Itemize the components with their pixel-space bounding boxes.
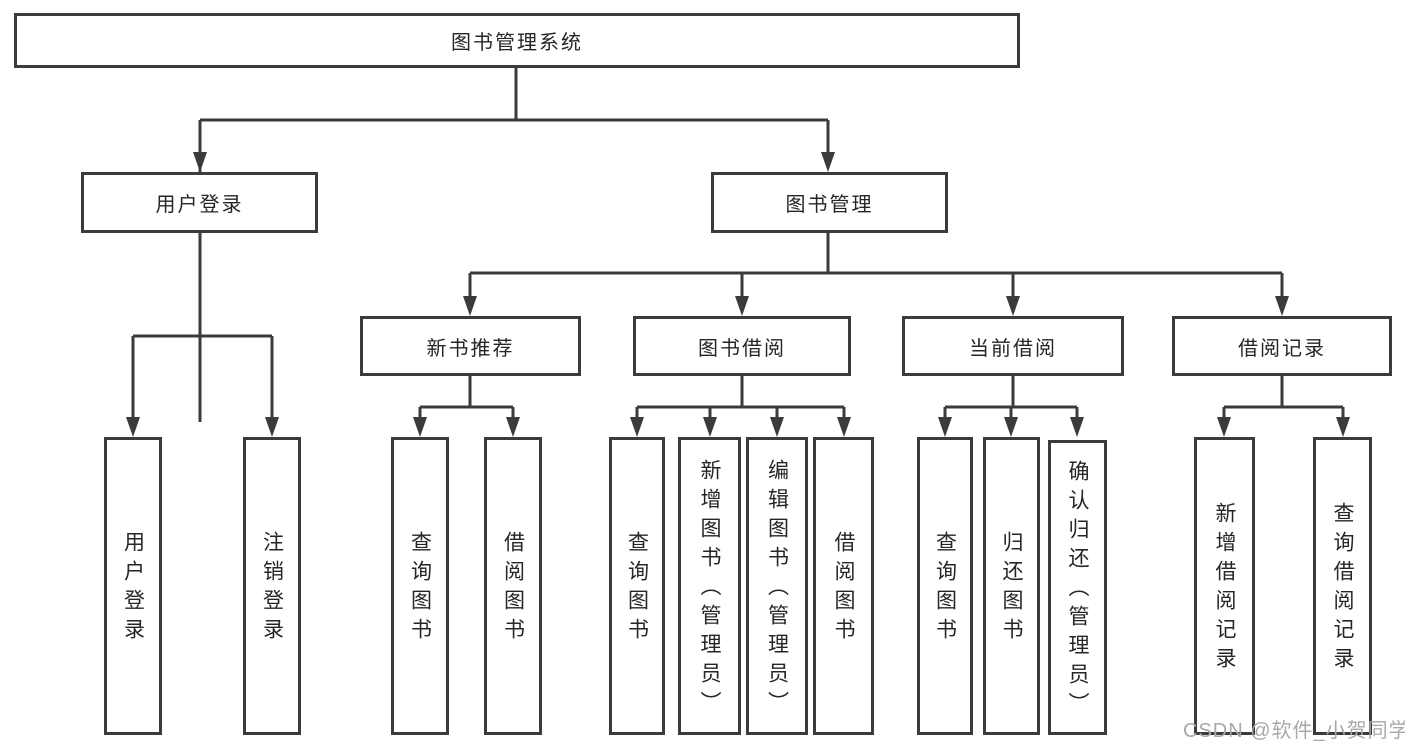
node-logout: 注销登录 [243,437,301,735]
node-borrow-books-recommend: 借阅图书 [484,437,542,735]
node-edit-books-admin: 编辑图书（管理员） [746,437,808,735]
node-borrowing-records: 借阅记录 [1172,316,1392,376]
node-add-books-admin: 新增图书（管理员） [678,437,741,735]
node-user-login: 用户登录 [81,172,318,233]
node-query-borrow-record: 查询借阅记录 [1313,437,1372,735]
csdn-watermark: CSDN @软件_小贺同学 [1183,720,1405,742]
node-new-book-recommendation: 新书推荐 [360,316,581,376]
node-query-books-recommend: 查询图书 [391,437,449,735]
node-user-login-leaf: 用户登录 [104,437,162,735]
node-add-borrow-record: 新增借阅记录 [1194,437,1255,735]
node-current-borrowing: 当前借阅 [902,316,1124,376]
node-borrow-books-leaf: 借阅图书 [813,437,874,735]
node-query-books-borrowing: 查询图书 [609,437,665,735]
node-confirm-return-admin: 确认归还（管理员） [1048,440,1107,735]
node-book-management: 图书管理 [711,172,948,233]
node-library-management-system: 图书管理系统 [14,13,1020,68]
node-query-books-current: 查询图书 [917,437,973,735]
node-return-books: 归还图书 [983,437,1040,735]
node-book-borrowing: 图书借阅 [633,316,851,376]
